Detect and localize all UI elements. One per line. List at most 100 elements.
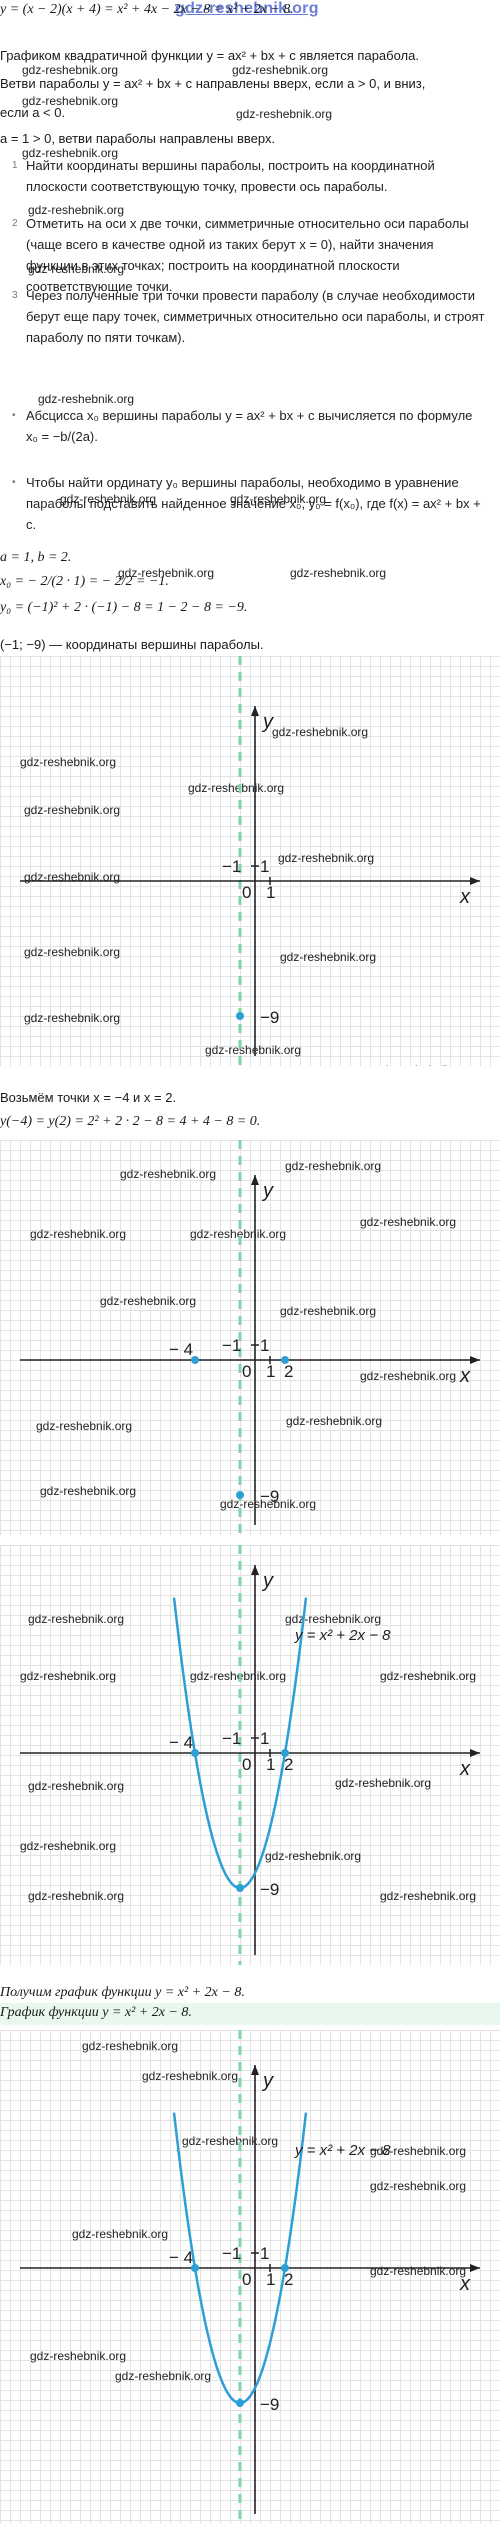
step-text: Через полученные три точки провести пара…: [26, 288, 485, 345]
watermark: gdz-reshebnik.org: [370, 2144, 466, 2158]
curve-label: y = x² + 2x − 8: [294, 2142, 391, 2159]
x-tick-label-minus-1: −1: [222, 1729, 241, 1748]
x-tick-label-2: 2: [284, 1755, 293, 1774]
watermark: gdz-reshebnik.org: [278, 851, 374, 865]
origin-label: 0: [242, 1755, 251, 1774]
data-point: [191, 1749, 199, 1757]
intro-text-3: если a < 0.: [0, 105, 66, 120]
watermark: gdz-reshebnik.org: [28, 1612, 124, 1626]
data-point: [236, 1012, 244, 1020]
graph-4-grid: [0, 2030, 500, 2524]
watermark: gdz-reshebnik.org: [190, 1227, 286, 1241]
graph-caption: График функции y = x² + 2x − 8.: [0, 2005, 192, 2020]
take-points-text: Возьмём точки x = −4 и x = 2.: [0, 1090, 177, 1105]
watermark: gdz-reshebnik.org: [24, 870, 120, 884]
watermark: gdz-reshebnik.org: [20, 1839, 116, 1853]
y-axis-arrow: [251, 1175, 259, 1185]
data-point: [236, 1884, 244, 1892]
intro-text-1: Графиком квадратичной функции y = ax² + …: [0, 48, 419, 63]
x-tick-label-minus-1: −1: [222, 1336, 241, 1355]
watermark: gdz-reshebnik.org: [280, 950, 376, 964]
data-point: [281, 1749, 289, 1757]
watermark: gdz-reshebnik.org: [36, 1419, 132, 1433]
watermark: gdz-reshebnik.org: [285, 1159, 381, 1173]
y-axis-label: y: [261, 1570, 274, 1592]
y-axis-label: y: [261, 1180, 274, 1202]
y-tick-label-minus-9: −9: [260, 1880, 279, 1899]
watermark: gdz-reshebnik.org: [265, 1849, 361, 1863]
watermark: gdz-reshebnik.org: [285, 1612, 381, 1626]
watermark: gdz-reshebnik.org: [28, 262, 125, 276]
data-point: [191, 1356, 199, 1364]
watermark: gdz-reshebnik.org: [115, 2369, 211, 2383]
graph-2-points: gdz-reshebnik.org gdz-reshebnik.org gdz-re…: [20, 1140, 480, 1535]
step-number: 2: [12, 218, 18, 229]
vertex-coordinates: (−1; −9) — координаты вершины параболы.: [0, 637, 264, 652]
data-point: [191, 2264, 199, 2272]
x-tick-label-minus-4: − 4: [169, 1340, 193, 1359]
watermark: gdz-reshebnik.org: [120, 1167, 216, 1181]
x-axis-label: x: [459, 1758, 471, 1780]
x-tick-label-1: 1: [266, 1755, 275, 1774]
data-point: [236, 1491, 244, 1499]
y-axis-arrow: [251, 2065, 259, 2075]
graph-4-parabola: gdz-reshebnik.org gdz-reshebnik.org gdz-re…: [20, 2030, 480, 2524]
watermark: gdz-reshebnik.org: [22, 94, 119, 108]
x-tick-label-1: 1: [266, 2270, 275, 2289]
coefficients: a = 1, b = 2.: [0, 550, 72, 565]
graph-3-parabola: gdz-reshebnik.org gdz-reshebnik.org gdz-re…: [20, 1545, 480, 1965]
watermark: gdz-reshebnik.org: [272, 725, 368, 739]
watermark: gdz-reshebnik.org: [28, 1889, 124, 1903]
watermark: gdz-reshebnik.org: [360, 1215, 456, 1229]
watermark: gdz-reshebnik.org: [40, 1484, 136, 1498]
watermark: gdz-reshebnik.org: [100, 1294, 196, 1308]
origin-label: 0: [242, 1362, 251, 1381]
origin-label: 0: [242, 883, 251, 902]
x-axis-arrow: [470, 1749, 480, 1757]
x-tick-label-2: 2: [284, 2270, 293, 2289]
graph-3-grid: [0, 1545, 500, 1965]
y-axis-arrow: [251, 1565, 259, 1575]
y-tick-label-minus-9: −9: [260, 1487, 279, 1506]
x-axis-label: x: [459, 2273, 471, 2295]
y-tick-label-1: 1: [260, 1729, 269, 1748]
step-number: 3: [12, 290, 18, 301]
watermark: gdz-reshebnik.org: [38, 392, 135, 406]
step-text: Абсцисса x₀ вершины параболы y = ax² + b…: [26, 408, 473, 444]
watermark: gdz-reshebnik.org: [28, 203, 125, 217]
watermark: gdz-reshebnik.org: [22, 146, 119, 160]
x-tick-label-1: 1: [266, 883, 275, 902]
step-text: Отметить на оси x две точки, симметричны…: [26, 216, 469, 294]
watermark: gdz-reshebnik.org: [142, 2069, 238, 2083]
branches-direction: a = 1 > 0, ветви параболы направлены вве…: [0, 131, 276, 146]
vertex-x-calc: x₀ = − 2/(2 · 1) = − 2/2 = −1.: [0, 574, 169, 589]
equation-expansion: y = (x − 2)(x + 4) = x² + 4x − 2x − 8 = …: [0, 2, 294, 17]
x-axis-arrow: [470, 2264, 480, 2272]
y-axis-label: y: [261, 2070, 274, 2092]
x-axis-label: x: [459, 1365, 471, 1387]
x-axis-arrow: [470, 877, 480, 885]
curve-label: y = x² + 2x − 8: [294, 1627, 391, 1644]
watermark: gdz-reshebnik.org: [72, 2227, 168, 2241]
watermark: gdz-reshebnik.org: [60, 492, 157, 506]
watermark: gdz-reshebnik.org: [335, 1776, 431, 1790]
y-tick-label-minus-9: −9: [260, 2395, 279, 2414]
watermark: gdz-reshebnik.org: [24, 945, 120, 959]
data-point: [281, 2264, 289, 2272]
x-axis-arrow: [470, 1356, 480, 1364]
watermark: gdz-reshebnik.org: [370, 2179, 466, 2193]
x-tick-label-minus-1: −1: [222, 857, 241, 876]
watermark: gdz-reshebnik.org: [380, 1669, 476, 1683]
watermark: gdz-reshebnik.org: [118, 566, 215, 580]
watermark: gdz-reshebnik.org: [82, 2039, 178, 2053]
watermark: gdz-reshebnik.org: [375, 1063, 471, 1066]
watermark: gdz-reshebnik.org: [28, 1779, 124, 1793]
graph-1-grid: [0, 656, 500, 1066]
step-text: Чтобы найти ординату y₀ вершины параболы…: [26, 475, 481, 532]
watermark: gdz-reshebnik.org: [24, 1011, 120, 1025]
watermark: gdz-reshebnik.org: [220, 1497, 316, 1511]
intro-text-2: Ветви параболы y = ax² + bx + c направле…: [0, 76, 426, 91]
watermark: gdz-reshebnik.org: [30, 2349, 126, 2363]
watermark: gdz-reshebnik.org: [232, 63, 329, 77]
x-tick-label-minus-1: −1: [222, 2244, 241, 2263]
